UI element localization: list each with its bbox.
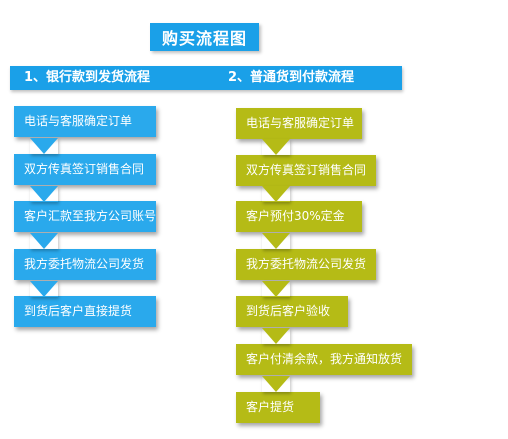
right-step-2: 双方传真签订销售合同: [236, 155, 376, 186]
left-step-1: 电话与客服确定订单: [14, 106, 156, 137]
right-step-7: 客户提货: [236, 392, 320, 423]
right-arrow-1-down-icon: [262, 139, 290, 155]
right-arrow-5-down-icon: [262, 328, 290, 344]
page-title: 购买流程图: [150, 23, 259, 51]
left-step-5: 到货后客户直接提货: [14, 296, 156, 327]
right-step-1: 电话与客服确定订单: [236, 108, 362, 139]
section-heading-cash-on-delivery: 2、普通货到付款流程: [228, 70, 355, 85]
right-arrow-3-down-icon: [262, 233, 290, 249]
left-arrow-3-down-icon: [30, 233, 58, 249]
left-step-3: 客户汇款至我方公司账号: [14, 201, 156, 232]
left-arrow-1-down-icon: [30, 138, 58, 154]
right-step-3: 客户预付30%定金: [236, 201, 362, 232]
section-heading-bank-transfer: 1、银行款到发货流程: [24, 70, 151, 85]
left-step-4: 我方委托物流公司发货: [14, 249, 156, 280]
right-step-4: 我方委托物流公司发货: [236, 249, 376, 280]
left-step-2: 双方传真签订销售合同: [14, 154, 156, 185]
right-arrow-6-down-icon: [262, 376, 290, 392]
left-arrow-4-down-icon: [30, 281, 58, 297]
right-step-5: 到货后客户验收: [236, 296, 348, 327]
right-arrow-4-down-icon: [262, 281, 290, 297]
right-step-6: 客户付清余款，我方通知放货: [236, 344, 412, 375]
section-heading-banner: 1、银行款到发货流程 2、普通货到付款流程: [10, 66, 402, 90]
right-arrow-2-down-icon: [262, 186, 290, 202]
left-arrow-2-down-icon: [30, 186, 58, 202]
